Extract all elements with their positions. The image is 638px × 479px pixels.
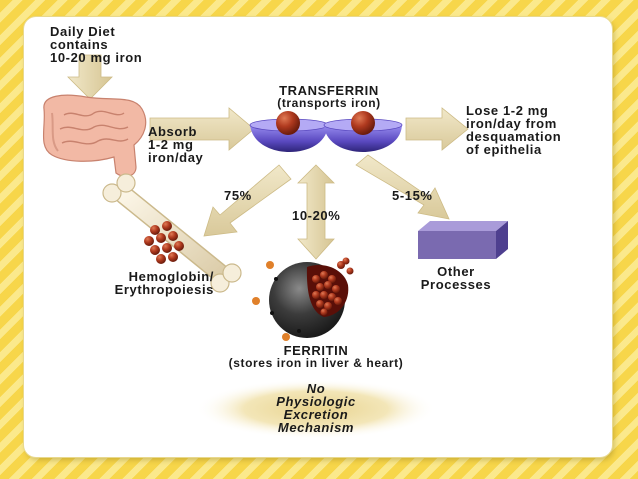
hemoglobin-percent-label: 75% — [224, 188, 252, 203]
absorb-arrow — [149, 107, 255, 151]
hemoglobin-arrow — [203, 164, 292, 237]
hemoglobin-label: Hemoglobin/ Erythropoiesis — [114, 269, 214, 297]
other-processes-percent-label: 5-15% — [392, 188, 433, 203]
daily-diet-label: Daily Diet contains 10-20 mg iron — [50, 24, 143, 65]
other-processes-label: Other Processes — [420, 264, 492, 292]
ferritin-percent-label: 10-20% — [292, 208, 341, 223]
intestine-icon — [42, 94, 147, 177]
red-blood-cells-icon — [144, 221, 184, 264]
diet-arrow — [67, 54, 113, 100]
transferrin-icon — [249, 111, 403, 152]
slide: Daily Diet contains 10-20 mg iron Absorb… — [24, 17, 612, 457]
loss-arrow — [405, 107, 469, 151]
ferritin-subtitle: (stores iron in liver & heart) — [228, 356, 404, 370]
ferritin-title: FERRITIN — [283, 343, 349, 358]
other-processes-arrow — [355, 154, 450, 220]
absorb-label: Absorb 1-2 mg iron/day — [148, 124, 204, 165]
iron-loss-label: Lose 1-2 mg iron/day from desquamation o… — [466, 103, 562, 157]
transferrin-title: TRANSFERRIN — [279, 83, 379, 98]
excretion-glow — [196, 379, 436, 439]
ferritin-icon — [252, 257, 354, 341]
iron-metabolism-diagram — [42, 54, 508, 439]
transferrin-subtitle: (transports iron) — [277, 96, 381, 110]
no-excretion-label: No Physiologic Excretion Mechanism — [276, 381, 356, 435]
other-processes-box-icon — [418, 221, 508, 259]
ferritin-arrow — [297, 164, 335, 260]
